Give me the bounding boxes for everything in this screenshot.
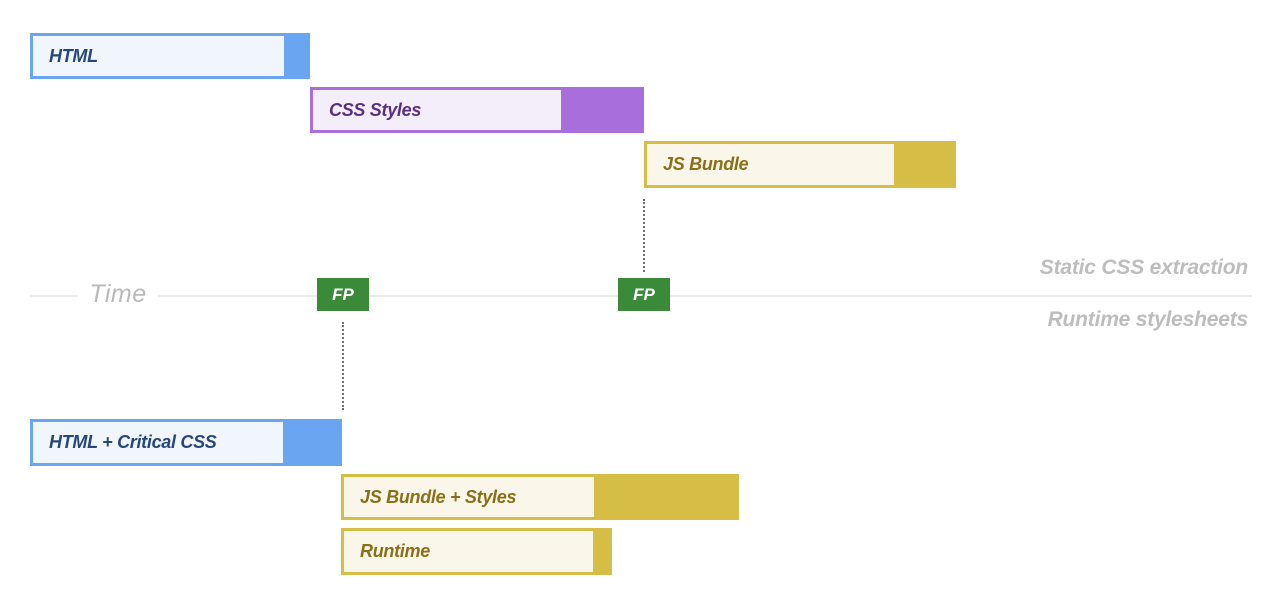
runtime-bar-fill	[593, 531, 609, 572]
js-bundle-styles-bar-label: JS Bundle + Styles	[360, 486, 517, 507]
css-styles-bar: CSS Styles	[310, 87, 644, 133]
html-critical-css-bar-label: HTML + Critical CSS	[49, 432, 217, 452]
fp-marker-static: FP	[618, 278, 670, 311]
html-bar-fill	[284, 36, 307, 76]
html-critical-css-bar: HTML + Critical CSS	[30, 419, 342, 466]
js-bundle-bar: JS Bundle	[644, 141, 956, 188]
css-styles-bar-label: CSS Styles	[329, 99, 422, 120]
html-bar: HTML	[30, 33, 310, 79]
js-bundle-bar-fill	[894, 144, 953, 185]
fp-connector-top	[643, 199, 645, 272]
js-bundle-bar-label: JS Bundle	[663, 154, 749, 174]
runtime-bar-label: Runtime	[360, 541, 430, 561]
runtime-stylesheets-label: Runtime stylesheets	[1047, 308, 1249, 331]
static-css-extraction-label: Static CSS extraction	[1039, 256, 1248, 279]
html-bar-label: HTML	[49, 45, 98, 66]
js-bundle-styles-bar-fill	[594, 477, 736, 517]
time-label: Time	[78, 278, 158, 310]
html-critical-css-bar-fill	[283, 422, 339, 463]
fp-marker-runtime: FP	[317, 278, 369, 311]
css-styles-bar-fill	[561, 90, 641, 130]
js-bundle-styles-bar: JS Bundle + Styles	[341, 474, 739, 520]
fp-connector-bottom	[342, 322, 344, 410]
runtime-bar: Runtime	[341, 528, 612, 575]
